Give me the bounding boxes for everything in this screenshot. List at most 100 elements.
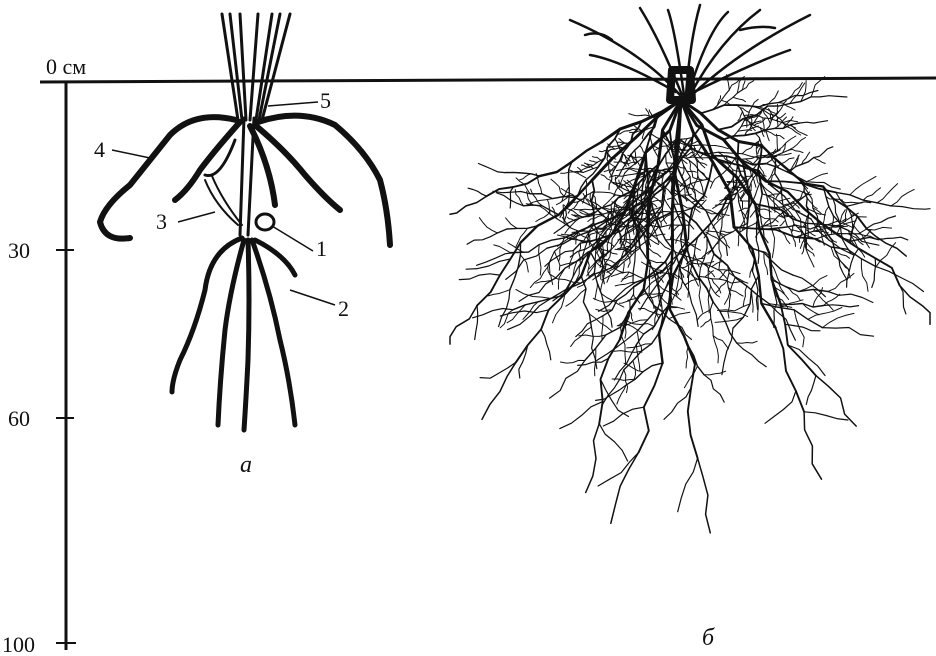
plant-b-root-branch	[778, 136, 796, 151]
plant-b-root-branch	[599, 424, 627, 461]
plant-b-root-branch	[704, 375, 724, 402]
plant-b-root-branch	[699, 279, 703, 313]
plant-b-root-branch	[506, 218, 518, 229]
plant-b-root-branch	[872, 258, 876, 287]
plant-b-root-branch	[701, 319, 711, 327]
plant-b-root-branch	[804, 412, 821, 479]
part-label-3: 3	[156, 209, 167, 234]
plant-b-root-branch	[715, 203, 729, 205]
plant-b-root-branch	[571, 327, 592, 347]
plant-b-root-branch	[876, 267, 923, 292]
plant-b-root-branch	[626, 363, 663, 385]
plant-b-root-branch	[586, 180, 587, 197]
plant-b-root-branch	[576, 316, 603, 337]
plant-b-root-branch	[683, 281, 699, 326]
plant-b-root-branch	[459, 274, 500, 280]
plant-b-root-branch	[531, 189, 543, 206]
plant-b-root-branch	[811, 96, 847, 97]
plant-b-root-branch	[560, 402, 603, 429]
plant-b-root-branch	[861, 259, 868, 292]
plant-b-caption: б	[702, 625, 715, 651]
plant-a-primary-roots	[172, 238, 295, 430]
plant-b-root-branch	[804, 412, 848, 420]
plant-b-root-branch	[589, 231, 590, 245]
plant-a-seed	[256, 214, 274, 230]
plant-b-root-branch	[520, 174, 532, 180]
plant-b-root-branch	[769, 91, 779, 104]
plant-b-root-branch	[603, 407, 644, 426]
plant-b-root-branch	[633, 361, 636, 379]
plant-b-root-branch	[550, 361, 585, 399]
plant-b-root-branch	[877, 184, 898, 203]
plant-b-root-branch	[765, 391, 796, 423]
plant-b-root-branch	[636, 345, 640, 371]
plant-b-root-branch	[635, 150, 637, 163]
plant-b-root-branch	[688, 364, 698, 458]
plant-b-root-branch	[577, 273, 594, 288]
plant-b-root-branch	[891, 206, 930, 209]
plant-b-root-branch	[482, 362, 516, 419]
plant-b-root-branch	[678, 458, 698, 512]
plant-b-root-branch	[762, 194, 783, 205]
plant-b-root-branch	[770, 219, 775, 258]
plant-b-root-branch	[789, 149, 803, 152]
part-label-4: 4	[94, 137, 105, 162]
soil-surface-line	[40, 78, 936, 82]
plant-b-root-branch	[560, 360, 584, 363]
plant-b-root-branch	[822, 313, 854, 327]
plant-b-root-branch	[592, 157, 601, 161]
plant-b-root-branch	[569, 170, 586, 178]
plant-b-root-branch	[467, 233, 497, 244]
plant-b-root-branch	[691, 263, 718, 270]
plant-b-root-branch	[753, 178, 756, 187]
plant-b-root-branch	[900, 285, 930, 324]
plant-b-root-branch	[640, 146, 646, 154]
scale-label-60: 60	[8, 406, 30, 431]
part-label-1: 1	[316, 236, 327, 261]
plant-a-coleoptile	[205, 176, 242, 225]
plant-b-root-branch	[778, 228, 790, 244]
plant-b-root-branch	[551, 179, 564, 196]
plant-b-root-branch	[729, 273, 744, 282]
plant-b-root-branch	[752, 289, 754, 312]
plant-b-root-branch	[859, 227, 892, 233]
plant-b-root-branch	[800, 121, 828, 123]
plant-b-root-network	[450, 75, 930, 533]
plant-b-root-branch	[612, 379, 635, 380]
part-label-5: 5	[320, 88, 331, 113]
plant-b-root-branch	[450, 306, 477, 345]
plant-b-root-branch	[478, 164, 504, 173]
plant-b-root-branch	[891, 189, 914, 206]
plant-b-root-branch	[828, 273, 854, 291]
plant-b-root-branch	[539, 245, 541, 275]
plant-b-root-branch	[697, 310, 710, 321]
plant-b-root-branch	[850, 176, 876, 194]
plant-b-root-branch	[581, 276, 591, 327]
plant-b-root-branch	[698, 458, 711, 533]
plant-b-root-branch	[718, 304, 751, 311]
plant-b-root-branch	[614, 162, 627, 163]
plant-a-nodal-roots	[100, 116, 390, 245]
plant-b-root-branch	[751, 118, 752, 126]
plant-b-root-branch	[475, 306, 478, 340]
plant-b-root-branch	[743, 286, 747, 306]
scale-label-0: 0 см	[46, 54, 86, 79]
plant-b-root-branch	[590, 160, 598, 162]
plant-b-root-branch	[808, 308, 842, 320]
plant-b-root-branch	[592, 192, 616, 195]
plant-b-root-branch	[609, 163, 616, 167]
plant-b-root-branch	[822, 328, 873, 337]
plant-b-root-branch	[569, 251, 573, 269]
plant-b-root-branch	[828, 292, 873, 303]
plant-b-root-branch	[664, 187, 666, 201]
plant-b-root-branch	[756, 232, 759, 263]
plant-b-root-branch	[610, 174, 634, 177]
plant-b-root-branch	[510, 187, 513, 208]
plant-b-root-branch	[541, 329, 551, 360]
plant-b-root-branch	[841, 200, 862, 203]
plant-b-root-branch	[611, 273, 623, 277]
plant-b-root-branch	[623, 262, 624, 274]
plant-b-root-branch	[586, 424, 600, 493]
plant-b-root-branch	[598, 452, 639, 486]
plant-b-root-branch	[682, 165, 685, 178]
